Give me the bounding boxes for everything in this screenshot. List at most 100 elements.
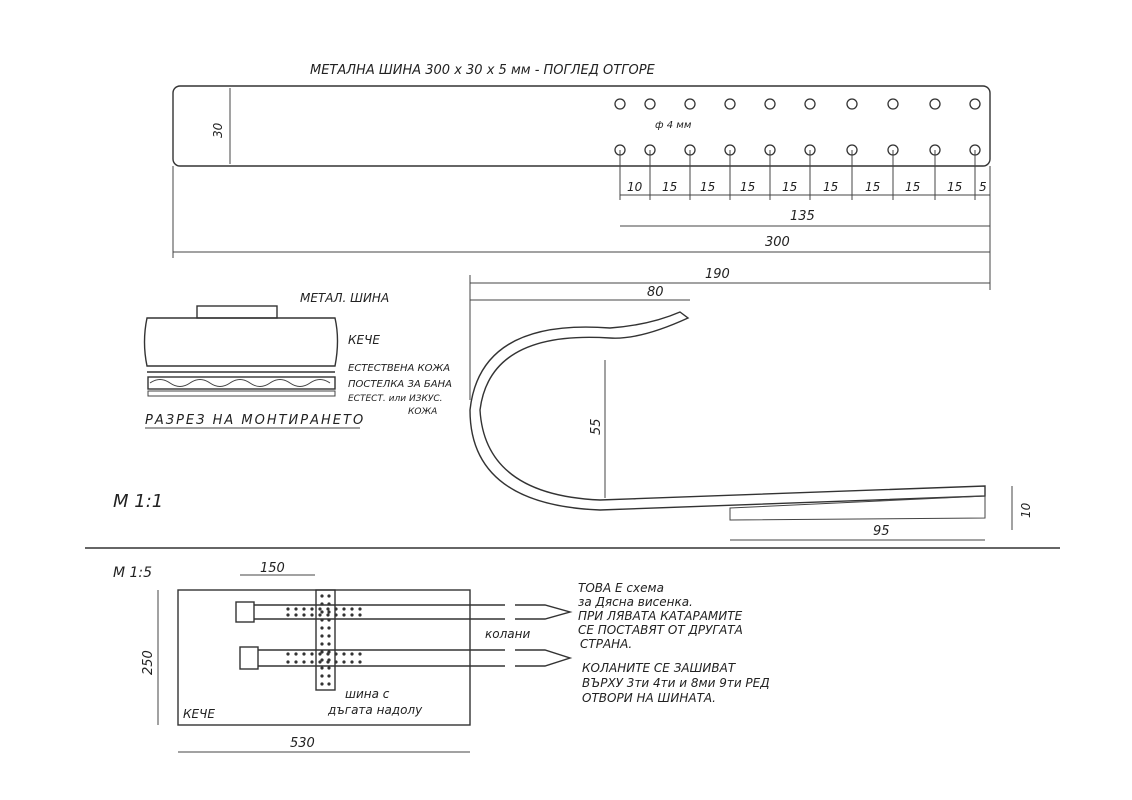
rail-hole [929, 98, 941, 110]
belt-hole [334, 607, 338, 611]
rail-hole [320, 634, 324, 638]
spacing-label: 15 [782, 180, 797, 194]
belt-hole [286, 607, 290, 611]
spacing-label: 15 [947, 180, 962, 194]
rail-in-assembly [315, 589, 336, 691]
rail-hole [327, 682, 331, 686]
hole-diameter-label: ф 4 мм [655, 120, 692, 131]
section-bath-mat [147, 376, 336, 390]
belt-hole [350, 652, 354, 656]
rail-hole [320, 594, 324, 598]
section-label-mat: ПОСТЕЛКА ЗА БАНА [348, 379, 452, 390]
rail-hole [887, 98, 899, 110]
belt-hole [318, 613, 322, 617]
note-line: ОТВОРИ НА ШИНАТА. [582, 691, 716, 705]
belt-hole [294, 607, 298, 611]
scale-1-5: М 1:5 [113, 565, 152, 581]
rail-hole [327, 626, 331, 630]
rail-hole [327, 674, 331, 678]
rail-hole [320, 642, 324, 646]
spacing-label: 5 [979, 180, 987, 194]
rail-hole [327, 618, 331, 622]
belt-holes [286, 594, 362, 686]
rail-hole [644, 98, 656, 110]
section-bottom-leather [147, 390, 336, 397]
section-label-leather: ЕСТЕСТВЕНА КОЖА [348, 363, 450, 374]
note-line: ВЪРХУ 3ти 4ти и 8ми 9ти РЕД [582, 676, 770, 690]
buckle [235, 601, 255, 623]
hatched-wedge [729, 495, 986, 521]
rail-label-1: шина с [345, 687, 390, 701]
rail-hole [969, 98, 981, 110]
note-line: за Дясна висенка. [578, 595, 693, 609]
belt-hole [326, 613, 330, 617]
belt-hole [294, 652, 298, 656]
notes: ТОВА Е схема за Дясна висенка. ПРИ ЛЯВАТ… [578, 581, 770, 705]
rail-hole [327, 658, 331, 662]
belt-hole [318, 652, 322, 656]
dim-300-label: 300 [765, 235, 790, 250]
felt-pad [177, 589, 471, 726]
belt-hole [302, 660, 306, 664]
belt-hole [350, 613, 354, 617]
section-wave [149, 379, 331, 387]
rail-hole [320, 682, 324, 686]
rail-hole [320, 650, 324, 654]
belt-hole [326, 607, 330, 611]
spacing-label: 15 [823, 180, 838, 194]
rail-hole [327, 650, 331, 654]
belt-hole [302, 652, 306, 656]
belt-hole [294, 660, 298, 664]
belt-hole [286, 652, 290, 656]
belt-hole [286, 613, 290, 617]
rail-hole [684, 98, 696, 110]
dim-80-label: 80 [647, 285, 664, 300]
belt-hole [350, 607, 354, 611]
rail-hole [320, 674, 324, 678]
rail-hole [320, 602, 324, 606]
rail-hole [320, 610, 324, 614]
section-rail [196, 305, 278, 319]
rail-hole [320, 618, 324, 622]
belt-hole [350, 660, 354, 664]
section-label-felt: КЕЧЕ [348, 333, 380, 347]
rail-top-view [172, 85, 991, 167]
felt-label: КЕЧЕ [183, 707, 215, 721]
rail-hole [320, 658, 324, 662]
belt-hole [310, 660, 314, 664]
section-felt [143, 317, 339, 367]
belt-hole [342, 613, 346, 617]
belt-hole [334, 613, 338, 617]
dim-10-label: 10 [1019, 502, 1033, 518]
dim-135-label: 135 [790, 209, 815, 224]
belt-hole [334, 652, 338, 656]
belt-hole [334, 660, 338, 664]
spacing-label: 15 [662, 180, 677, 194]
rail-hole [327, 642, 331, 646]
scale-1-1: М 1:1 [113, 491, 163, 512]
rail-hole [327, 610, 331, 614]
spacing-label: 15 [700, 180, 715, 194]
belt-hole [294, 613, 298, 617]
note-line: ТОВА Е схема [578, 581, 664, 595]
spacing-label: 15 [905, 180, 920, 194]
rail-label-2: дъгата надолу [327, 703, 423, 717]
note-line: СТРАНА. [580, 637, 632, 651]
dim-190-label: 190 [705, 267, 730, 282]
belt-hole [302, 613, 306, 617]
top-view-title: МЕТАЛНА ШИНА 300 x 30 x 5 мм - ПОГЛЕД ОТ… [310, 63, 656, 78]
belt-hole [342, 652, 346, 656]
rail-hole [327, 634, 331, 638]
section-title: РАЗРЕЗ НА МОНТИРАНЕТО [145, 413, 365, 428]
dim-250-label: 250 [141, 650, 156, 675]
dim-150-label: 150 [260, 561, 285, 576]
rail-hole [327, 666, 331, 670]
rail-hole [724, 98, 736, 110]
spacing-label: 15 [740, 180, 755, 194]
section-label-leather2: ЕСТЕСТ. или ИЗКУС. [348, 394, 443, 404]
dim-30-label: 30 [211, 122, 225, 138]
rail-holes [614, 98, 981, 156]
buckle [239, 646, 259, 670]
